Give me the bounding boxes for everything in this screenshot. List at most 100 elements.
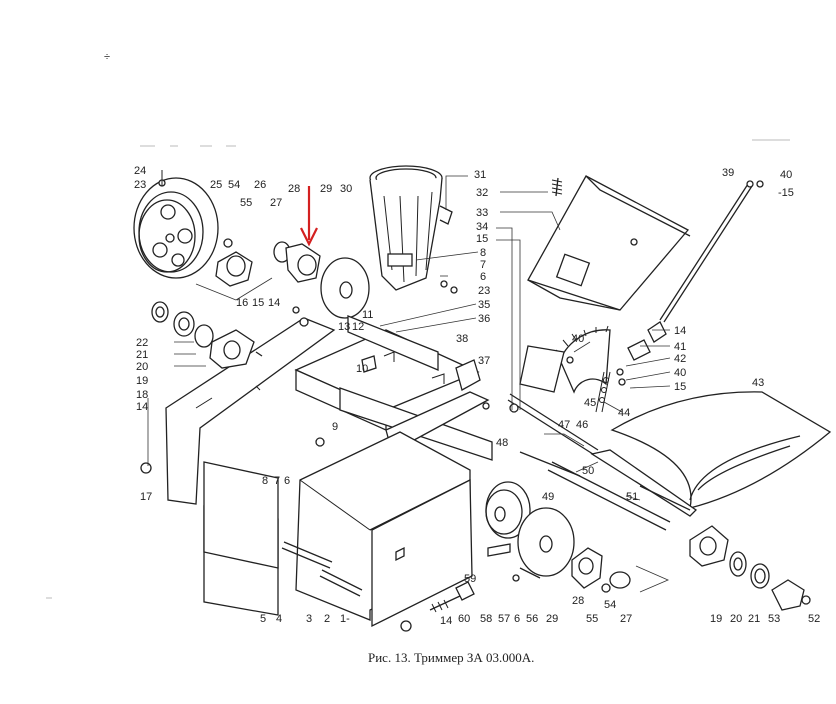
label: 58 (480, 613, 492, 625)
label: -15 (778, 187, 794, 199)
label: 56 (526, 613, 538, 625)
label: 22 (136, 337, 148, 349)
label: 55 (586, 613, 598, 625)
shafts-part (281, 393, 698, 597)
label: 4 (276, 613, 282, 625)
label: 35 (478, 299, 490, 311)
label: 25 (210, 179, 222, 191)
label: 45 (584, 397, 596, 409)
deflector-part (610, 391, 832, 509)
right-bearing-assembly (571, 525, 811, 611)
label: 30 (340, 183, 352, 195)
label: 46 (576, 419, 588, 431)
label: 49 (542, 491, 554, 503)
label: 54 (604, 599, 616, 611)
label: 40 (780, 169, 792, 181)
label: 34 (476, 221, 488, 233)
label: 7 (274, 475, 280, 487)
label: 51 (626, 491, 638, 503)
label: 15 (252, 297, 264, 309)
left-side-plate (165, 317, 336, 616)
label: 16 (236, 297, 248, 309)
leader-lines (147, 175, 671, 501)
label: 6 (514, 613, 520, 625)
scan-artifacts: ÷ (46, 51, 790, 599)
chute-part (519, 175, 691, 394)
rod-part (616, 180, 764, 386)
label: 53 (768, 613, 780, 625)
label: 40 (572, 333, 584, 345)
label: 13 (338, 321, 350, 333)
label: 32 (476, 187, 488, 199)
red-arrow-marker (300, 186, 318, 247)
chain-part (595, 371, 611, 413)
label: 38 (456, 333, 468, 345)
label: 44 (618, 407, 630, 419)
label: 5 (260, 613, 266, 625)
label: 9 (332, 421, 338, 433)
label: 29 (320, 183, 332, 195)
label: 6 (284, 475, 290, 487)
label: 3 (306, 613, 312, 625)
label: 15 (674, 381, 686, 393)
label: 8 (262, 475, 268, 487)
bearing-housing-part (195, 238, 273, 301)
label: 18 (136, 389, 148, 401)
label: 14 (440, 615, 452, 627)
label: 8 (480, 247, 486, 259)
label: 14 (136, 401, 148, 413)
label: 7 (480, 259, 486, 271)
label: 36 (478, 313, 490, 325)
label: 40 (674, 367, 686, 379)
label: 59 (464, 573, 476, 585)
label: 48 (496, 437, 508, 449)
label: 2 (324, 613, 330, 625)
hopper-part (369, 165, 453, 291)
label: 19 (136, 375, 148, 387)
label: 41 (674, 341, 686, 353)
label: 42 (674, 353, 686, 365)
label: 29 (546, 613, 558, 625)
label: 23 (478, 285, 490, 297)
pulley-part (133, 170, 219, 279)
main-frame (294, 315, 493, 628)
label: 17 (140, 491, 152, 503)
label: 28 (288, 183, 300, 195)
label: 23 (134, 179, 146, 191)
label: 24 (134, 165, 146, 177)
label: 26 (254, 179, 266, 191)
figure-caption: Рис. 13. Триммер ЗА 03.000А. (368, 650, 534, 665)
svg-text:÷: ÷ (104, 51, 110, 63)
label: 31 (474, 169, 486, 181)
label: 43 (752, 377, 764, 389)
label: 33 (476, 207, 488, 219)
label: 57 (498, 613, 510, 625)
label: 11 (362, 309, 373, 321)
label: 54 (228, 179, 240, 191)
label: 47 (558, 419, 570, 431)
label: 14 (268, 297, 280, 309)
fasteners (255, 177, 563, 632)
label: 21 (748, 613, 760, 625)
label: 28 (572, 595, 584, 607)
label: 37 (478, 355, 490, 367)
flange-and-disc-part (273, 241, 370, 319)
label: 20 (730, 613, 742, 625)
part-labels: 24 23 25 54 26 55 27 28 29 30 31 32 33 3… (134, 165, 820, 627)
label: 19 (710, 613, 722, 625)
label: 27 (270, 197, 282, 209)
label: 21 (136, 349, 148, 361)
label: 50 (582, 465, 594, 477)
label: 39 (722, 167, 734, 179)
label: 27 (620, 613, 632, 625)
label: 1- (340, 613, 350, 625)
label: 55 (240, 197, 252, 209)
label: 52 (808, 613, 820, 625)
label: 6 (480, 271, 486, 283)
cutting-discs (485, 481, 575, 577)
label: 12 (352, 321, 364, 333)
label: 60 (458, 613, 470, 625)
label: 20 (136, 361, 148, 373)
label: 14 (674, 325, 686, 337)
